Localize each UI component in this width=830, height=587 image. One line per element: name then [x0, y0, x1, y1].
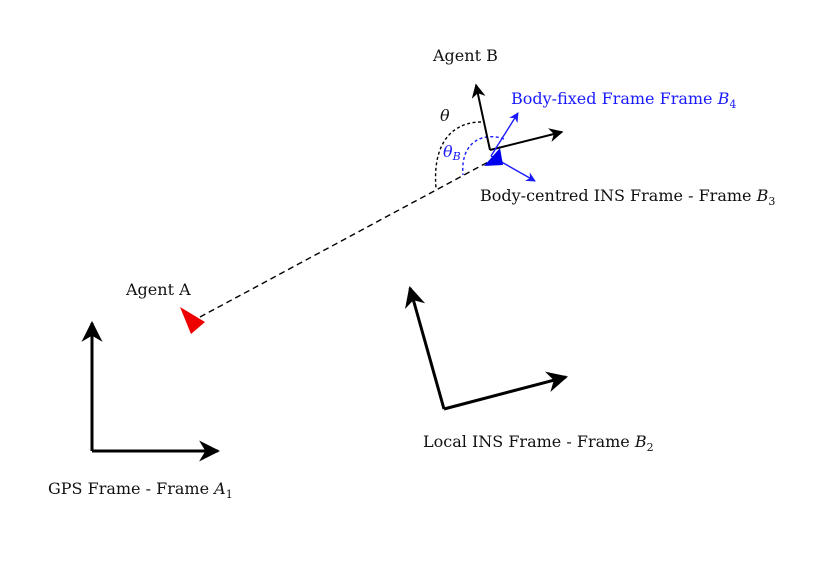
body-fixed-frame-label: Body-fixed Frame Frame B4 — [511, 89, 736, 111]
body-centred-y-axis — [471, 83, 491, 151]
local-ins-x-axis — [443, 371, 569, 411]
body-centred-x-axis — [489, 128, 564, 151]
theta-b-label: θB — [443, 142, 461, 163]
agent-b-marker — [484, 148, 503, 166]
body-fixed-frame-axes — [490, 112, 536, 182]
local-ins-frame-axes — [405, 285, 569, 411]
theta-label: θ — [440, 106, 450, 125]
gps-frame-axes — [81, 320, 221, 462]
gps-frame-label: GPS Frame - Frame A1 — [48, 479, 233, 501]
body-centred-ins-frame-axes — [471, 83, 564, 151]
agent-link-dashed-line — [199, 160, 491, 318]
agent-a-label: Agent A — [125, 280, 191, 299]
agent-a-marker — [180, 307, 205, 334]
agent-b-label: Agent B — [432, 46, 498, 65]
theta-b-angle-arc — [462, 135, 505, 176]
local-ins-frame-label: Local INS Frame - Frame B2 — [423, 432, 654, 454]
body-fixed-y-axis — [490, 112, 519, 157]
theta-angle-arc — [434, 121, 482, 189]
body-centred-ins-frame-label: Body-centred INS Frame - Frame B3 — [480, 186, 775, 208]
local-ins-y-axis — [405, 285, 446, 410]
